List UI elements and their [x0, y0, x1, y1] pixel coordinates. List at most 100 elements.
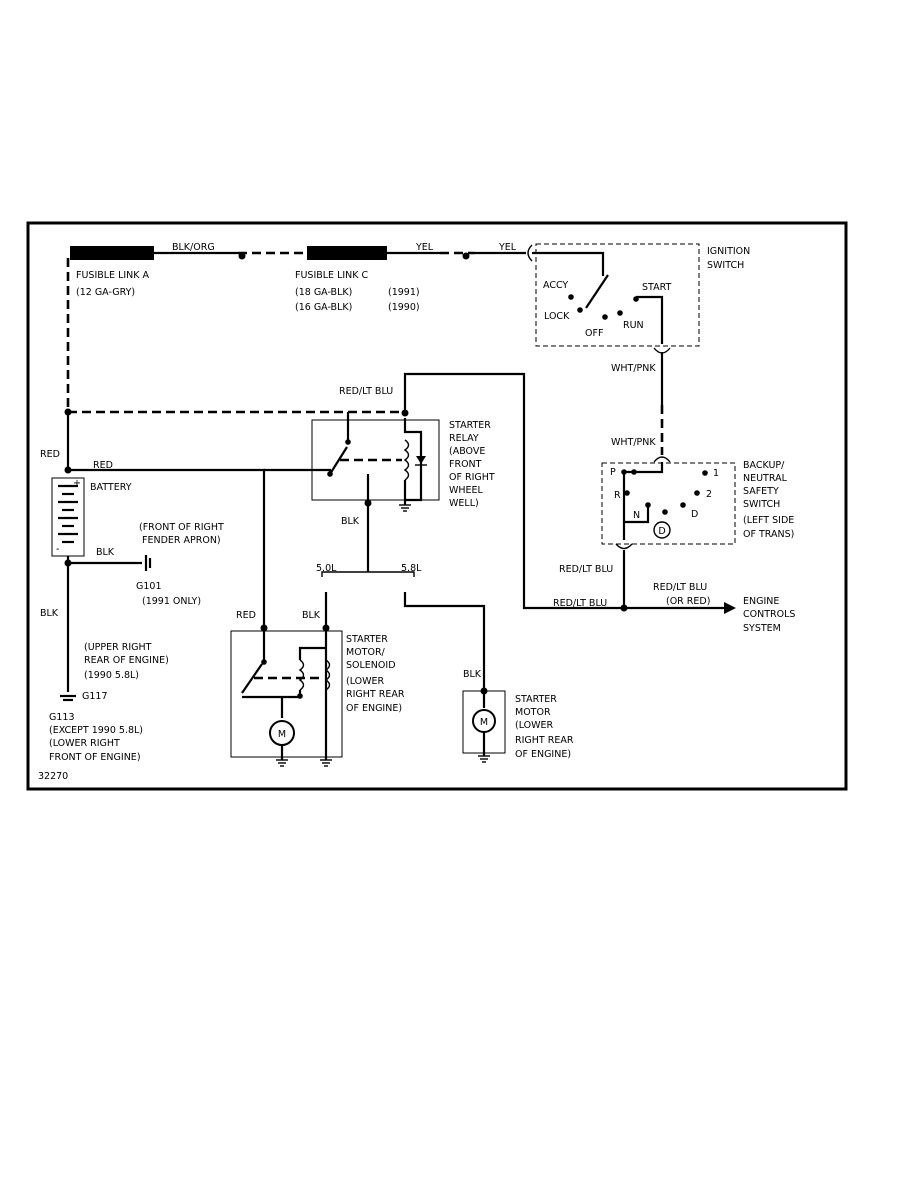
d-position-indicator: [653, 521, 671, 539]
starter-relay-line: WHEEL: [449, 485, 484, 496]
engine-option-50: 5.0L: [316, 563, 337, 574]
solenoid-line: STARTER: [346, 634, 388, 645]
solenoid-line: MOTOR/: [346, 647, 386, 658]
starter-relay-label: STARTER RELAY (ABOVE FRONT OF RIGHT WHEE…: [449, 420, 495, 509]
nss-n: N: [633, 510, 640, 521]
nss-switch-line: BACKUP/: [743, 460, 785, 471]
g117-id: G117: [82, 691, 108, 702]
motor-symbol-label: M: [278, 729, 286, 740]
battery-label: BATTERY: [90, 482, 132, 493]
starter-relay-line: (ABOVE: [449, 446, 485, 457]
connector-nss-out: [615, 543, 633, 550]
label-red-lt-blu-nss: RED/LT BLU: [559, 564, 613, 575]
label-red-lt-blu-relay: RED/LT BLU: [339, 386, 393, 397]
ignition-start: START: [642, 282, 672, 293]
starter-relay-line: OF RIGHT: [449, 472, 495, 483]
nss-switch-box: [601, 462, 736, 545]
nss-internal-wire: [622, 462, 664, 540]
splice-dot: [401, 409, 409, 417]
ignition-feed: [532, 251, 605, 276]
fusible-link-c-year-1: (1991): [388, 287, 420, 298]
starter-relay-line: RELAY: [449, 433, 479, 444]
starter-motor-line: STARTER: [515, 694, 557, 705]
fusible-link-c-gauge-1: (18 GA-BLK): [295, 287, 352, 298]
g113-location-2: FRONT OF ENGINE): [49, 752, 141, 763]
contact-p-2: [631, 469, 637, 475]
fusible-link-c: [307, 246, 387, 260]
contact-n: [645, 502, 651, 508]
splice-dot: [462, 252, 470, 260]
battery-plus: +: [73, 478, 81, 489]
ignition-run: RUN: [623, 320, 644, 331]
solenoid-contact: [261, 659, 267, 665]
splice-dot: [238, 252, 246, 260]
starter-relay-line: WELL): [449, 498, 479, 509]
solenoid-pull-in: [298, 646, 326, 660]
g117-location-2: REAR OF ENGINE): [84, 655, 169, 666]
ignition-switch-arm: [585, 274, 609, 309]
starter-motor-line: OF ENGINE): [515, 749, 571, 760]
contact-1: [702, 470, 708, 476]
nss-switch-line: OF TRANS): [743, 529, 794, 540]
nss-switch-line: SAFETY: [743, 486, 779, 497]
ground-symbol: [478, 755, 490, 763]
ignition-accy: ACCY: [543, 280, 568, 291]
hold-in-coil: [324, 659, 331, 691]
solenoid-line: SOLENOID: [346, 660, 396, 671]
label-blk-ground: BLK: [40, 608, 59, 619]
g101-location-1: (FRONT OF RIGHT: [139, 522, 224, 533]
ground-symbol: [276, 759, 288, 767]
label-blk-motor: BLK: [463, 669, 482, 680]
starter-relay-line: FRONT: [449, 459, 482, 470]
label-red-solenoid: RED: [236, 610, 256, 621]
g113-id: G113: [49, 712, 75, 723]
nss-p: P: [610, 467, 616, 478]
label-red-battery: RED: [40, 449, 60, 460]
label-wht-pnk-bottom: WHT/PNK: [611, 437, 656, 448]
starter-motor-label: STARTER MOTOR (LOWER RIGHT REAR OF ENGIN…: [515, 694, 574, 760]
label-red-batt-relay: RED: [93, 460, 113, 471]
g117-ground-icon: [60, 694, 76, 702]
label-blk-g101: BLK: [96, 547, 115, 558]
starter-motor-line: (LOWER: [515, 720, 554, 731]
starter-motor-line: RIGHT REAR: [515, 735, 574, 746]
relay-batt-wire: [264, 468, 332, 474]
nss-2: 2: [706, 489, 712, 500]
relay-diode: [416, 456, 426, 464]
label-blk-solenoid: BLK: [302, 610, 321, 621]
connector-c: [527, 244, 533, 262]
contact-mid: [662, 509, 668, 515]
diagram-id: 32270: [38, 771, 68, 782]
connector-nss-in: [653, 456, 671, 463]
g101-location-2: FENDER APRON): [142, 535, 221, 546]
label-blk-org: BLK/ORG: [172, 242, 215, 253]
solenoid-motor-feed: [242, 690, 302, 699]
nss-1: 1: [713, 468, 719, 479]
solenoid-label: STARTER MOTOR/ SOLENOID (LOWER RIGHT REA…: [346, 634, 405, 714]
solenoid-line: RIGHT REAR: [346, 689, 405, 700]
engine-controls-label: ENGINE CONTROLS SYSTEM: [743, 596, 795, 634]
battery-cells: [58, 484, 78, 544]
arrow-icon: [724, 602, 736, 614]
g117-location-1: (UPPER RIGHT: [84, 642, 152, 653]
pull-in-coil: [298, 659, 305, 691]
starter-relay-line: STARTER: [449, 420, 491, 431]
g101-ground-icon: [144, 555, 152, 571]
solenoid-line: OF ENGINE): [346, 703, 402, 714]
engine-controls-line: ENGINE: [743, 596, 779, 607]
engine-controls-line: CONTROLS: [743, 609, 795, 620]
start-terminal-wire: [636, 295, 664, 344]
ignition-lock: LOCK: [544, 311, 570, 322]
g101-id: G101: [136, 581, 162, 592]
ignition-switch-box: [535, 243, 700, 347]
relay-contact: [345, 439, 351, 445]
solenoid-switch-arm: [241, 663, 263, 694]
wire-blk-58: [403, 592, 486, 688]
fusible-link-a-name: FUSIBLE LINK A: [76, 270, 150, 281]
fusible-link-c-name: FUSIBLE LINK C: [295, 270, 369, 281]
label-red-lt-blu-ecs: RED/LT BLU: [653, 582, 707, 593]
nss-switch-line: NEUTRAL: [743, 473, 788, 484]
label-yel-2: YEL: [498, 242, 517, 253]
engine-option-58: 5.8L: [401, 563, 422, 574]
